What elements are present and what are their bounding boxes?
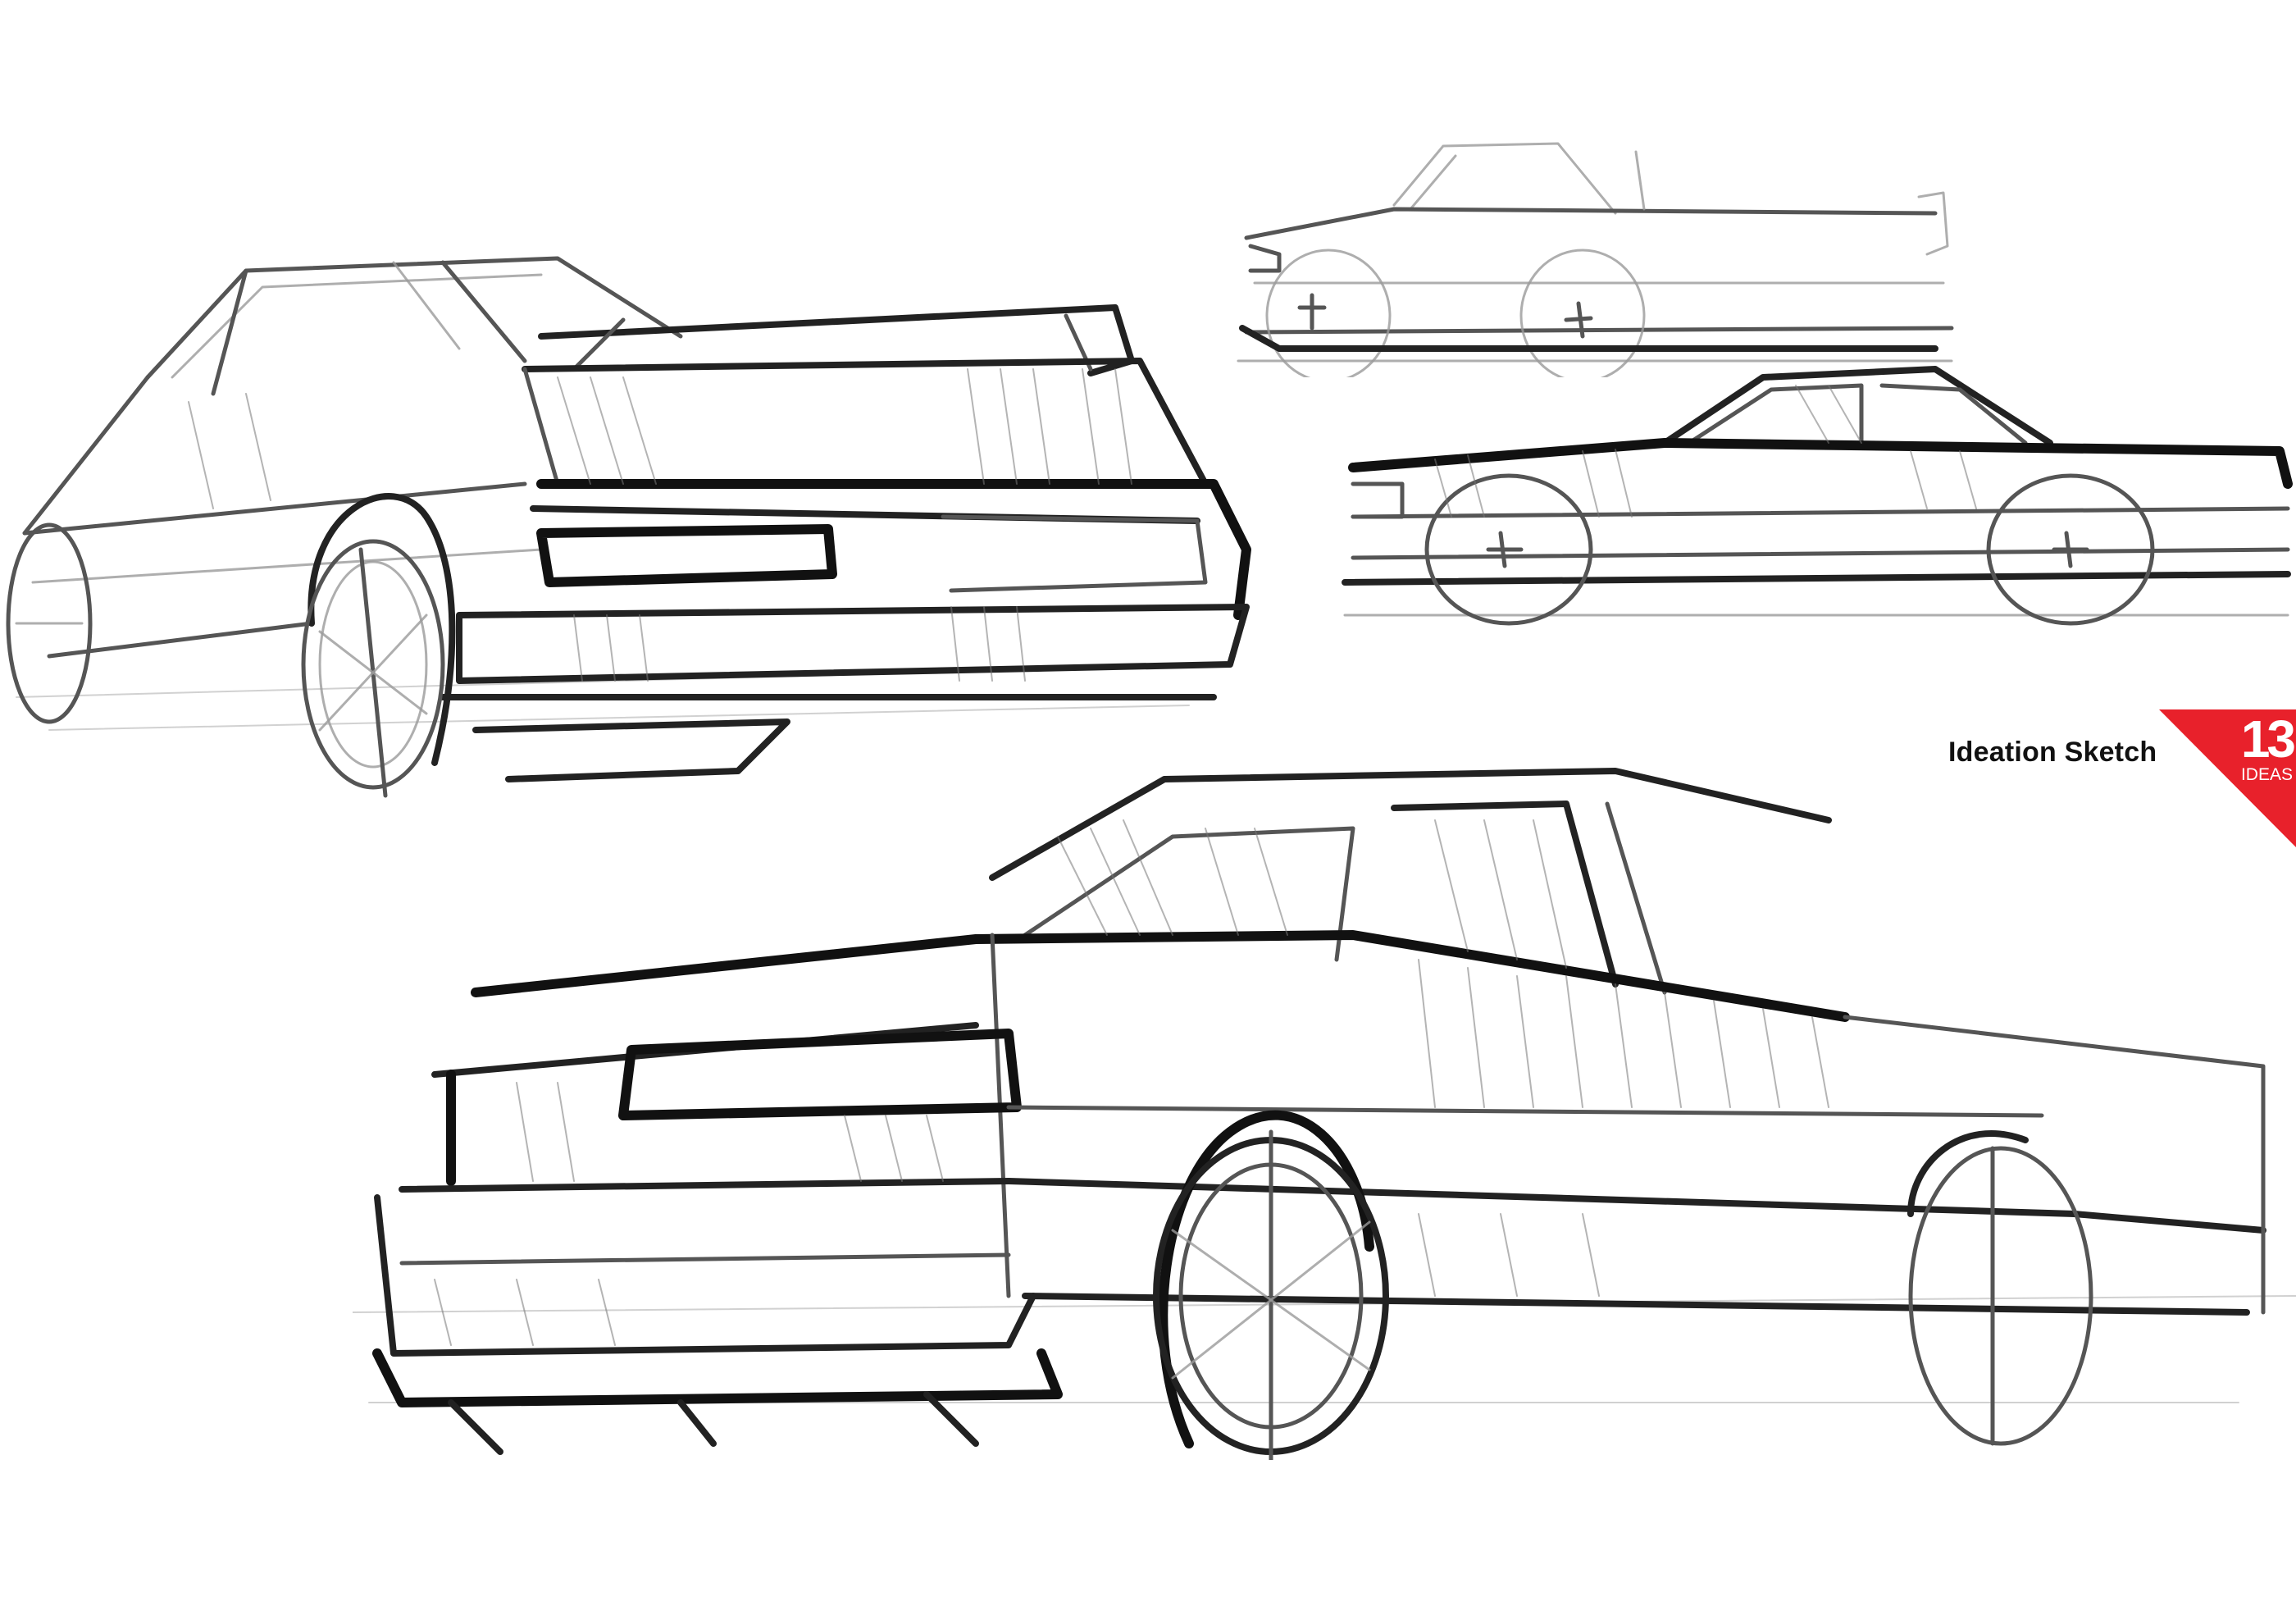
car-large-sketch-drawing — [353, 768, 2296, 1460]
sketch-side-profile-top-right — [1230, 131, 1968, 377]
car-sketch-drawing — [6, 256, 1251, 798]
sheet-title: Ideation Sketch — [1948, 737, 2157, 768]
logo-text: IDEAS — [2240, 765, 2293, 784]
car-side-profile-drawing — [1237, 142, 1954, 377]
logo-mark: 13 — [2240, 709, 2296, 769]
logo-triangle-icon — [2159, 709, 2296, 847]
brand-logo: 13 IDEAS — [2159, 709, 2296, 847]
sketch-rear-three-quarter-top-left — [0, 238, 1263, 812]
sketch-rear-three-quarter-bottom — [353, 722, 2296, 1460]
car-side-profile-drawing-2 — [1342, 366, 2293, 626]
sketch-side-profile-middle-right — [1337, 353, 2296, 632]
